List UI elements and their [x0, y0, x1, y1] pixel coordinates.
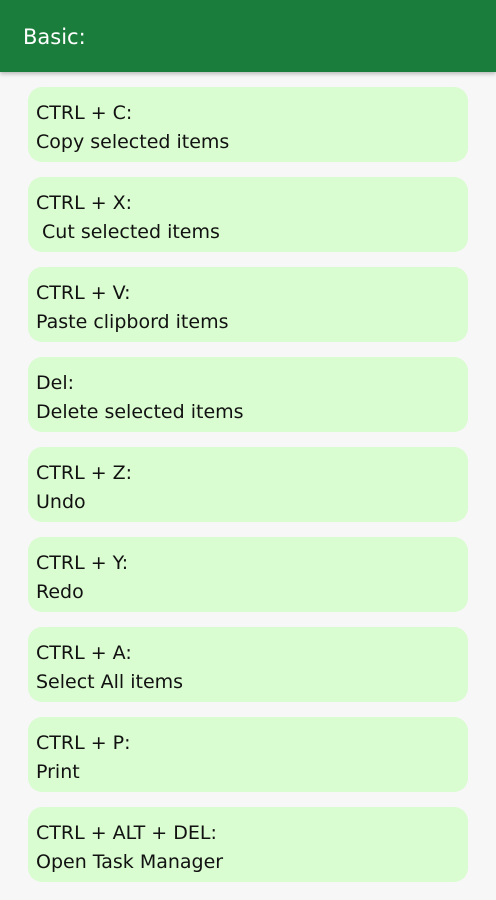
shortcut-keys: CTRL + P:: [36, 732, 131, 754]
shortcut-list: CTRL + C: Copy selected items CTRL + X: …: [0, 87, 496, 897]
shortcut-description: Open Task Manager: [36, 851, 224, 873]
shortcut-keys: CTRL + C:: [36, 102, 133, 124]
app-bar: Basic:: [0, 0, 496, 72]
shortcut-keys: CTRL + A:: [36, 642, 132, 664]
shortcut-description: Undo: [36, 491, 86, 513]
shortcut-description: Select All items: [36, 671, 184, 693]
shortcut-description: Copy selected items: [36, 131, 230, 153]
shortcut-card-redo[interactable]: CTRL + Y: Redo: [28, 537, 468, 612]
shortcut-card-paste[interactable]: CTRL + V: Paste clipbord items: [28, 267, 468, 342]
shortcut-description: Paste clipbord items: [36, 311, 229, 333]
shortcut-card-select-all[interactable]: CTRL + A: Select All items: [28, 627, 468, 702]
page-title: Basic:: [23, 25, 86, 49]
shortcut-card-cut[interactable]: CTRL + X: Cut selected items: [28, 177, 468, 252]
shortcut-card-delete[interactable]: Del: Delete selected items: [28, 357, 468, 432]
shortcut-card-undo[interactable]: CTRL + Z: Undo: [28, 447, 468, 522]
shortcut-card-copy[interactable]: CTRL + C: Copy selected items: [28, 87, 468, 162]
shortcut-keys: CTRL + Y:: [36, 552, 129, 574]
shortcut-description: Redo: [36, 581, 84, 603]
shortcut-card-task-manager[interactable]: CTRL + ALT + DEL: Open Task Manager: [28, 807, 468, 882]
shortcut-keys: CTRL + X:: [36, 192, 133, 214]
shortcut-keys: Del:: [36, 372, 74, 394]
shortcut-keys: CTRL + V:: [36, 282, 131, 304]
shortcut-description: Delete selected items: [36, 401, 244, 423]
shortcut-keys: CTRL + ALT + DEL:: [36, 822, 217, 844]
shortcut-description: Cut selected items: [36, 221, 220, 243]
shortcut-card-print[interactable]: CTRL + P: Print: [28, 717, 468, 792]
shortcut-keys: CTRL + Z:: [36, 462, 133, 484]
shortcut-description: Print: [36, 761, 80, 783]
